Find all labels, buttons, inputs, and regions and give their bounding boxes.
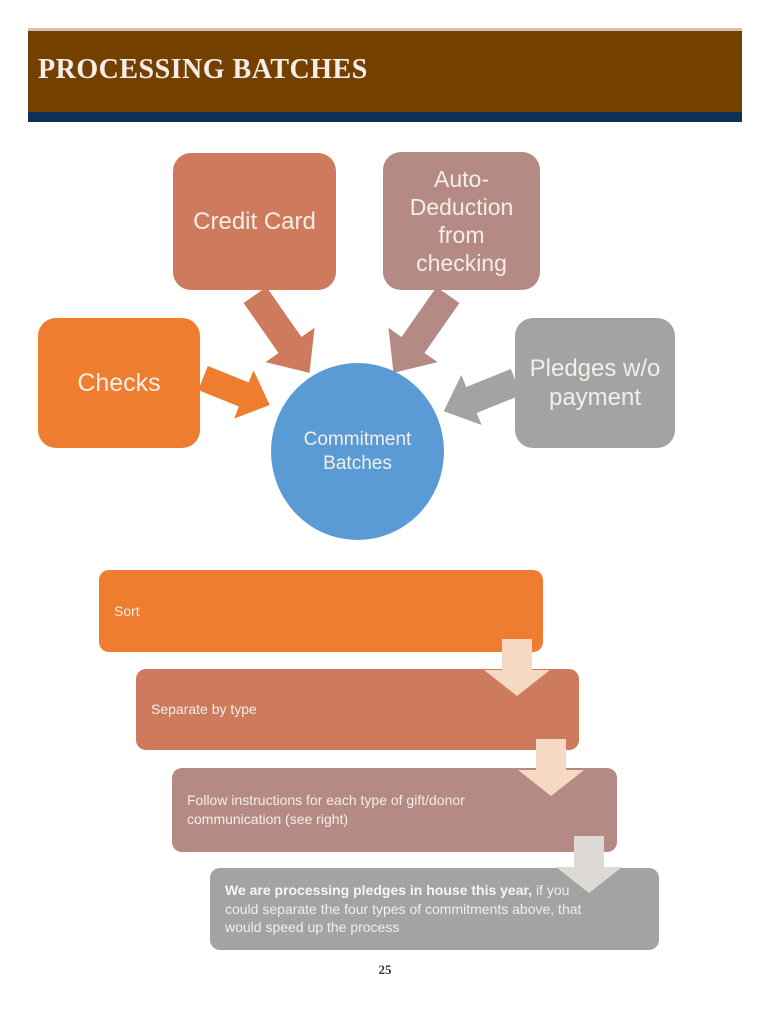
step-sort-label: Sort [114,602,140,619]
arrow-pledges-to-center-icon [443,369,522,426]
arrow-checks-to-center-icon [198,365,270,419]
node-pledges: Pledges w/o payment [515,318,675,448]
node-auto-deduction-label: Auto-Deduction from checking [409,165,514,277]
node-commitment-batches: Commitment Batches [271,363,444,540]
node-checks-label: Checks [77,368,161,397]
node-checks: Checks [38,318,200,448]
arrow-sort-to-separate-icon [484,639,550,696]
step-processing-note-label: We are processing pledges in house this … [225,881,590,938]
arrow-auto-deduction-to-center-icon [388,286,460,373]
arrow-follow-to-note-icon [556,836,622,893]
node-auto-deduction: Auto-Deduction from checking [383,152,540,290]
node-commitment-batches-label: Commitment Batches [303,429,412,474]
arrow-separate-to-follow-icon [518,739,584,796]
step-sort: Sort [99,570,543,652]
node-credit-card: Credit Card [173,153,336,290]
step-processing-note-rest: if you could separate the four types of … [225,881,582,936]
node-credit-card-label: Credit Card [193,207,316,235]
page-number: 25 [378,962,392,977]
step-follow-instructions-label: Follow instructions for each type of gif… [187,792,465,827]
page-title: PROCESSING BATCHES [38,53,368,85]
arrow-credit-card-to-center-icon [243,286,315,373]
title-bar: PROCESSING BATCHES [28,28,742,112]
step-separate-by-type-label: Separate by type [151,701,257,718]
converging-arrows-layer [198,286,522,426]
step-processing-note-bold: We are processing pledges in house this … [225,881,533,898]
node-pledges-label: Pledges w/o payment [529,354,661,411]
title-underline [28,112,742,122]
